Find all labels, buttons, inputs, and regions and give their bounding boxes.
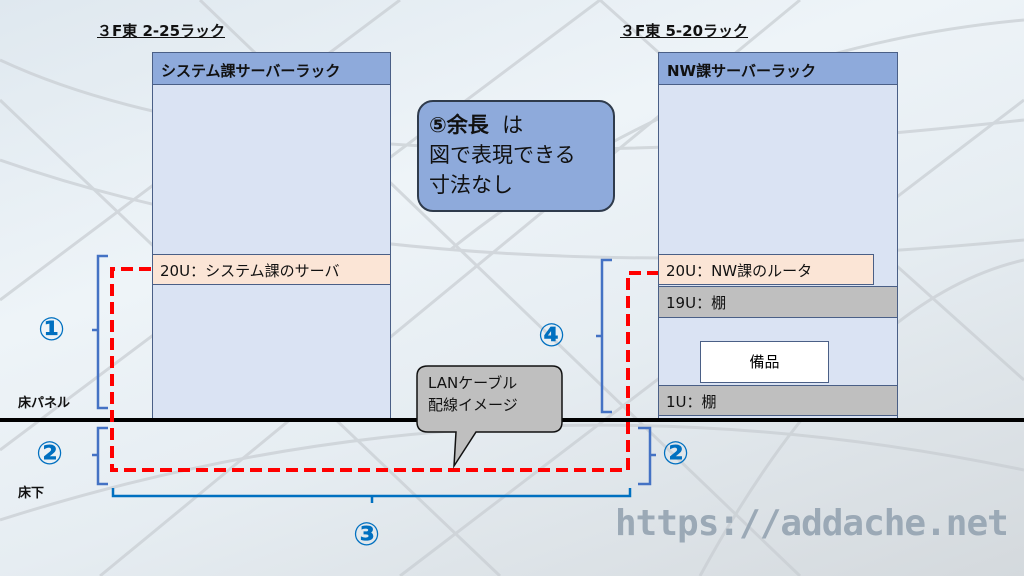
left-rack-header: システム課サーバーラック — [153, 53, 390, 85]
slack-title: 余長 — [446, 113, 489, 137]
slack-line2: 図で表現できる — [429, 143, 576, 167]
cable-route — [110, 267, 658, 472]
cable-callout-shape — [416, 365, 563, 469]
right-rack-location: ３F東 5-20ラック — [620, 22, 749, 40]
floor-panel-label: 床パネル — [18, 396, 71, 411]
right-rack-20u: 20U：NW課のルータ — [658, 254, 874, 285]
brace-3 — [111, 488, 632, 503]
left-rack: システム課サーバーラック — [152, 52, 391, 419]
right-rack-19u: 19U：棚 — [658, 286, 898, 318]
marker-2-left: ② — [36, 434, 64, 472]
slack-line3: 寸法なし — [429, 173, 513, 197]
brace-2-left — [92, 426, 108, 486]
brace-2-right — [638, 426, 656, 486]
slack-callout: ⑤余長 は 図で表現できる 寸法なし — [417, 100, 615, 212]
watermark: https://addache.net — [615, 503, 1009, 544]
left-rack-20u: 20U：システム課のサーバ — [152, 254, 391, 285]
marker-3: ③ — [353, 515, 381, 553]
marker-4: ④ — [538, 316, 566, 354]
right-rack-header: NW課サーバーラック — [659, 53, 897, 85]
slack-number: ⑤ — [429, 113, 447, 137]
brace-4 — [596, 258, 612, 414]
under-floor-label: 床下 — [18, 486, 45, 501]
marker-2-right: ② — [662, 434, 690, 472]
right-rack-1u: 1U：棚 — [658, 385, 898, 416]
left-rack-location: ３F東 2-25ラック — [97, 22, 226, 40]
cable-callout-line2: 配線イメージ — [428, 396, 518, 414]
cable-callout-line1: LANケーブル — [428, 374, 518, 392]
slack-suffix: は — [502, 113, 524, 137]
marker-1: ① — [38, 310, 66, 348]
spare-parts-box: 備品 — [700, 341, 829, 383]
brace-1 — [92, 254, 108, 410]
cable-callout: LANケーブル 配線イメージ — [428, 372, 518, 416]
